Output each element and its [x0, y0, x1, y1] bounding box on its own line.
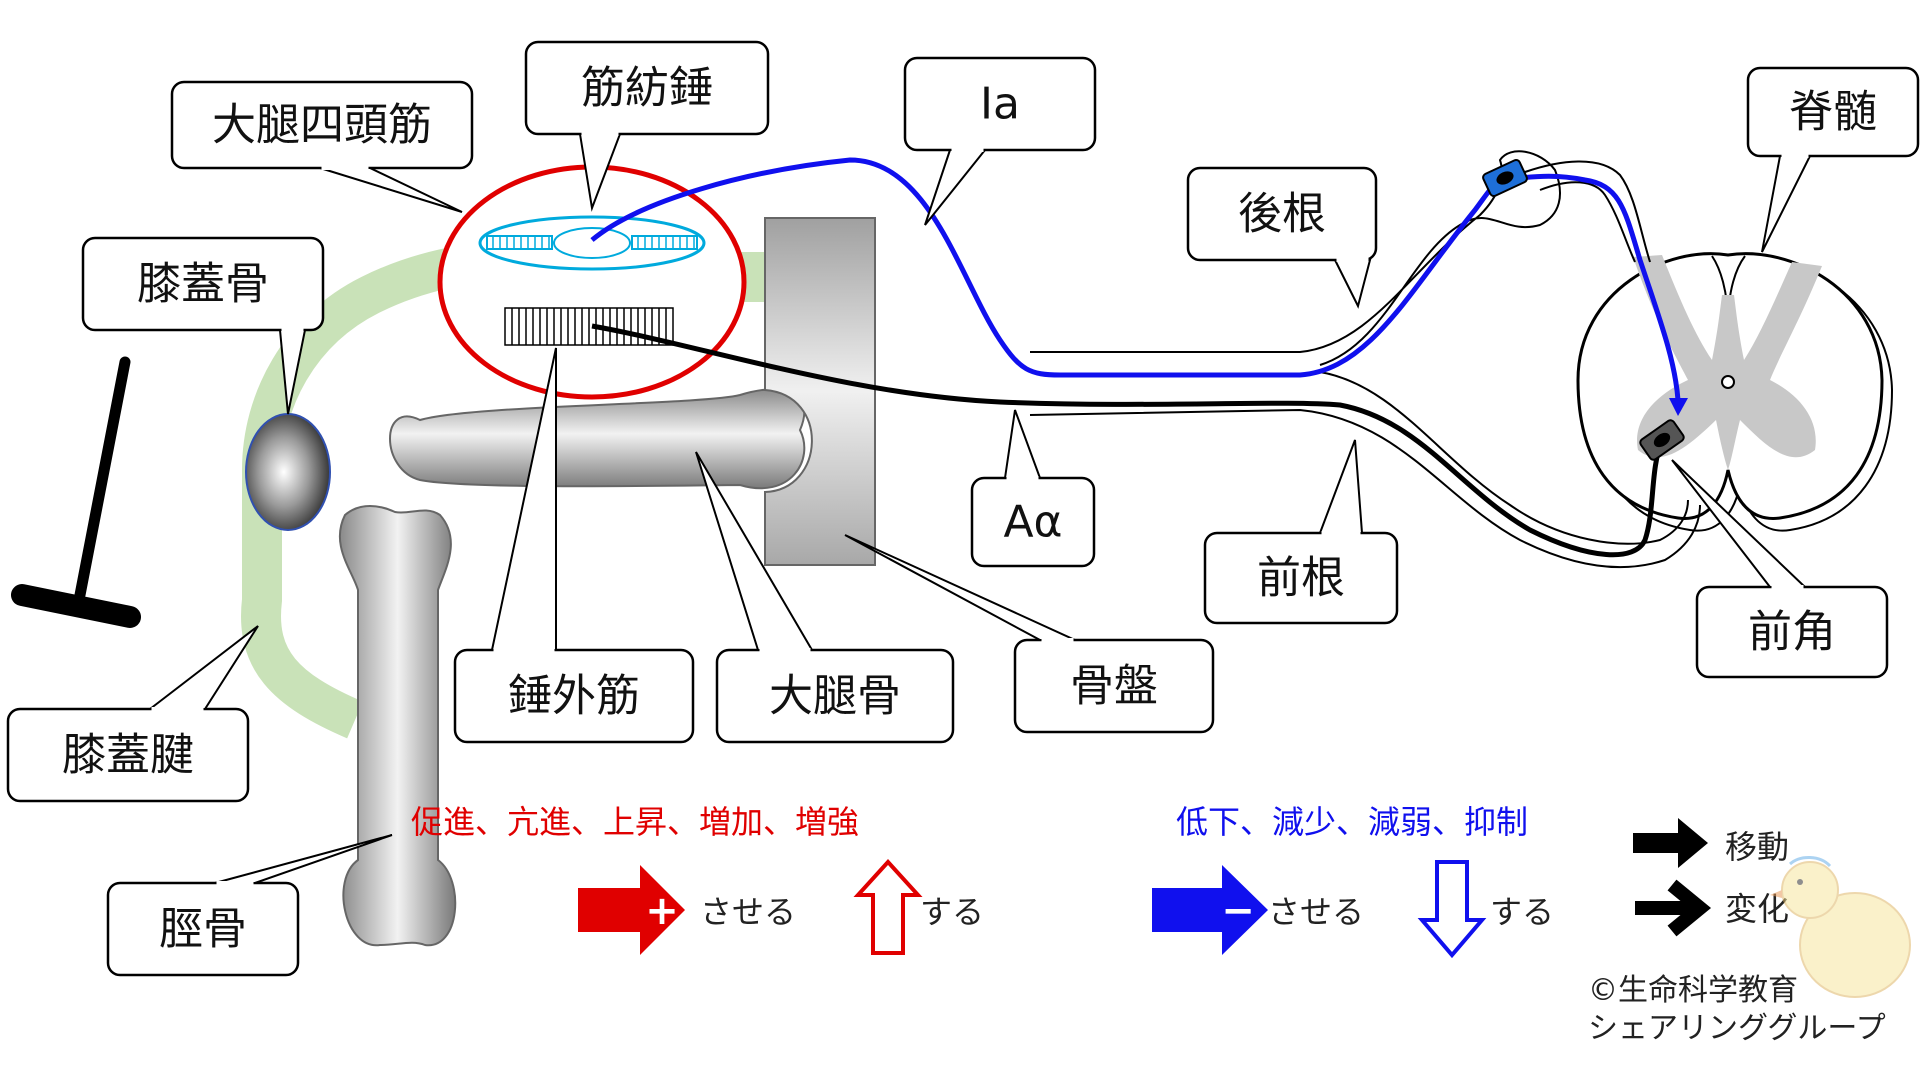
callout-extrafusal-muscle: 錘外筋: [453, 347, 695, 744]
dorsal-root-ganglion-neuron: [1482, 158, 1528, 198]
callout-patella-box: [81, 236, 325, 332]
callout-ia-fiber-pointer: [924, 149, 988, 226]
ia-fiber-into-cord: [1504, 173, 1681, 401]
callout-ia-fiber: Ia: [903, 56, 1097, 226]
minus-sign: −: [1221, 888, 1255, 934]
change-arrow-icon: [1635, 879, 1712, 937]
extrafusal-striation-lines: [511, 308, 667, 345]
callout-quadriceps-pointer: [319, 167, 463, 213]
callout-patellar-tendon: 膝蓋腱: [6, 625, 259, 803]
callout-spinal-cord-label: 脊髄: [1789, 87, 1877, 138]
reflex-hammer-head: [11, 584, 141, 628]
femur-bone: [389, 388, 806, 490]
spinal-gray-matter: [1633, 255, 1822, 470]
callout-patellar-tendon-label: 膝蓋腱: [62, 730, 194, 781]
callout-quadriceps-label: 大腿四頭筋: [212, 100, 432, 151]
callout-tibia-box: [106, 881, 300, 977]
callout-anterior-horn: 前角: [1671, 459, 1889, 679]
callout-spinal-cord-pointer: [1761, 155, 1812, 253]
callout-dorsal-root-box: [1186, 166, 1378, 262]
tibia-bone: [339, 505, 457, 947]
spindle-right-striations: [631, 235, 698, 250]
callout-tibia: 脛骨: [106, 834, 393, 977]
callout-ventral-root-label: 前根: [1257, 553, 1345, 604]
callout-quadriceps: 大腿四頭筋: [170, 80, 474, 213]
anterior-horn-motor-neuron: [1639, 419, 1685, 461]
callout-spinal-cord: 脊髄: [1746, 66, 1920, 253]
red-become-label: する: [920, 893, 984, 931]
callout-dorsal-root-pointer: [1333, 259, 1372, 309]
dorsal-root-ganglion-to-cord: [1524, 160, 1651, 263]
callout-ventral-root-pointer: [1318, 439, 1364, 534]
callout-muscle-spindle-box: [524, 40, 770, 136]
move-arrow-icon: [1633, 818, 1708, 868]
callout-ventral-root: 前根: [1203, 439, 1399, 625]
callout-muscle-spindle-label: 筋紡錘: [581, 63, 713, 114]
ventral-root-outline-inner: [1319, 371, 1689, 545]
central-canal: [1721, 375, 1735, 389]
callout-patella-label: 膝蓋骨: [137, 259, 269, 310]
blue-cause-arrow-icon: [1152, 865, 1268, 955]
red-cause-arrow-icon: [578, 865, 685, 955]
callout-pelvis-box: [1013, 638, 1215, 734]
blue-become-label: する: [1490, 893, 1554, 931]
patella-bone: [245, 413, 331, 531]
callout-femur-box: [715, 648, 955, 744]
callout-extrafusal-muscle-box: [453, 648, 695, 744]
spindle-left-striations: [486, 235, 553, 250]
spindle-center: [553, 227, 631, 259]
callout-tibia-label: 脛骨: [159, 904, 247, 955]
callout-a-alpha-fiber: Aα: [970, 409, 1096, 568]
pelvis-bone: [764, 217, 876, 566]
callout-anterior-horn-label: 前角: [1748, 607, 1836, 658]
red-increase-arrow-icon: [853, 859, 923, 955]
dorsal-root-outline-upper: [1030, 150, 1561, 366]
callout-ia-fiber-label: Ia: [980, 79, 1020, 130]
blue-cause-label: させる: [1268, 893, 1364, 931]
callout-ventral-root-box: [1203, 531, 1399, 625]
callout-ia-fiber-box: [903, 56, 1097, 152]
dorsal-root-ganglion-to-cord-inner: [1539, 181, 1636, 263]
legend-decrease-words: 低下、減少、減弱、抑制: [1176, 803, 1528, 841]
plus-sign: +: [645, 888, 679, 934]
callout-extrafusal-muscle-pointer: [490, 347, 557, 651]
a-alpha-motor-fiber: [591, 323, 1665, 558]
callout-patella: 膝蓋骨: [81, 236, 325, 415]
callout-a-alpha-fiber-pointer: [1003, 409, 1042, 479]
ventral-root-outline: [1029, 408, 1701, 569]
callout-spinal-cord-box: [1746, 66, 1920, 158]
callout-dorsal-root-label: 後根: [1238, 189, 1326, 240]
legend-increase-words: 促進、亢進、上昇、増加、増強: [411, 803, 859, 841]
callout-femur-label: 大腿骨: [769, 671, 901, 722]
callout-dorsal-root: 後根: [1186, 166, 1378, 309]
callout-pelvis-label: 骨盤: [1070, 661, 1158, 712]
credit-line-1: ©生命科学教育: [1588, 973, 1798, 1008]
callout-a-alpha-fiber-label: Aα: [1003, 497, 1062, 548]
reflex-hammer-handle: [74, 356, 131, 601]
blue-decrease-arrow-icon: [1417, 860, 1487, 959]
red-cause-label: させる: [700, 893, 796, 931]
callout-patellar-tendon-box: [6, 707, 250, 803]
callout-patellar-tendon-pointer: [147, 625, 259, 710]
callout-muscle-spindle: 筋紡錘: [524, 40, 770, 212]
chick-mascot-icon: [1770, 856, 1911, 998]
ia-afferent-fiber: [590, 157, 1506, 378]
callout-femur: 大腿骨: [695, 451, 955, 744]
callout-extrafusal-muscle-label: 錘外筋: [508, 671, 640, 722]
ia-fiber-arrowhead: [1669, 398, 1688, 416]
move-label: 移動: [1725, 828, 1789, 866]
credit-line-2: シェアリンググループ: [1588, 1011, 1886, 1046]
callout-pelvis: 骨盤: [844, 534, 1215, 734]
spindle-striation-lines: [492, 236, 695, 249]
patellar-tendon-band: [241, 238, 522, 739]
